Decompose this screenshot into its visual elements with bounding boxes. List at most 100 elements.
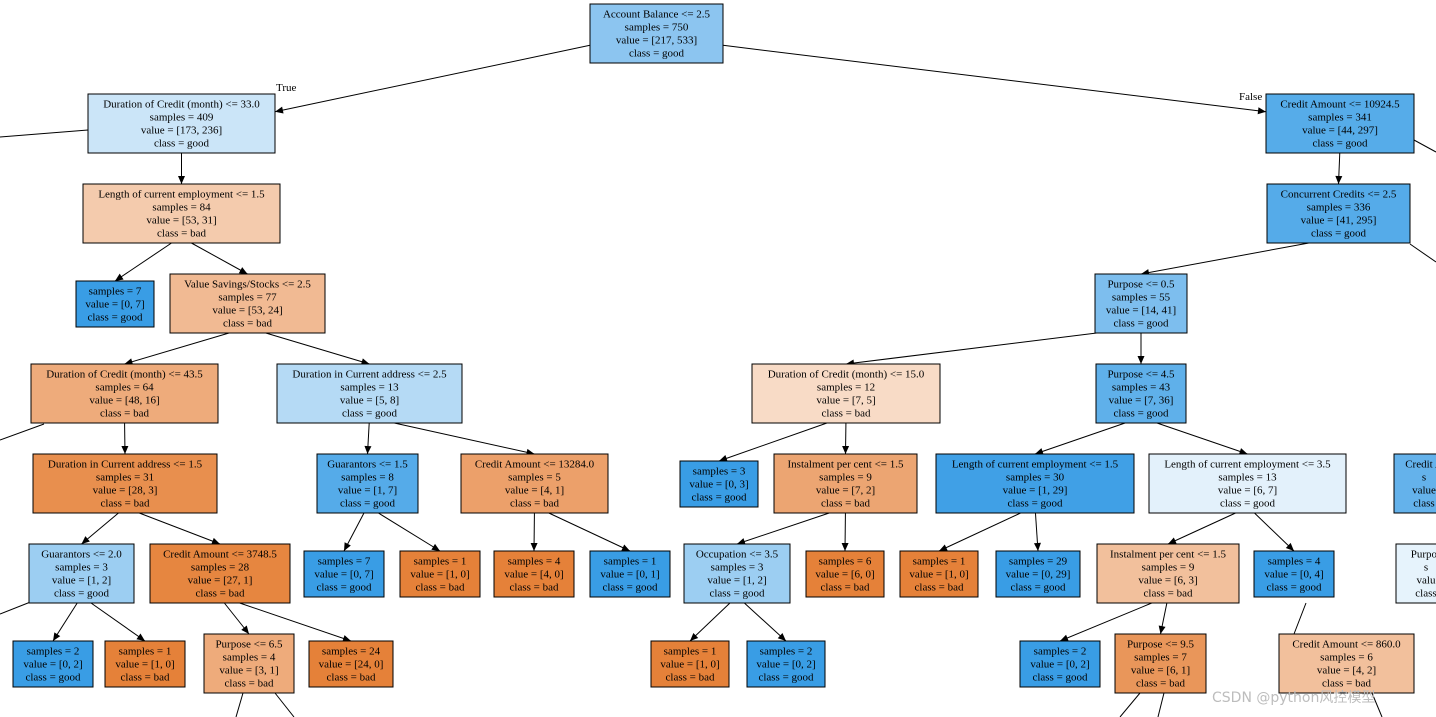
tree-node-n10: Duration of Credit (month) <= 15.0sample… (751, 363, 941, 424)
tree-node-box (203, 633, 295, 694)
tree-node-line: Purpose <= 9.5 (1127, 639, 1195, 651)
edge-arrowhead-n20-n33 (241, 625, 249, 634)
edge-arrowhead-n13-n21 (344, 542, 351, 551)
tree-node-line: value = [0, 7] (85, 299, 144, 311)
tree-node-line: Instalment per cent <= 1.5 (1110, 549, 1226, 561)
tree-node-line: value = [0, 4] (1264, 569, 1323, 581)
tree-node-line: samples = 30 (1006, 472, 1065, 484)
edge-n9-n14 (394, 422, 535, 455)
tree-node-line: value = [44, 297] (1302, 125, 1378, 137)
tree-node-line: s (1422, 472, 1426, 484)
tree-node-line: class = bad (223, 318, 272, 330)
tree-node-line: value = [41, 295] (1301, 215, 1377, 227)
tree-node-box (303, 550, 385, 598)
edge-n25-n31 (744, 602, 787, 642)
tree-node-line: class = bad (1144, 588, 1193, 600)
edges-layer (0, 44, 1436, 717)
tree-node-line: value = [27, 1] (188, 575, 253, 587)
tree-node-line: class = bad (416, 582, 465, 594)
tree-node-line: Duration of Credit (month) <= 33.0 (103, 99, 260, 111)
tree-node-box (169, 273, 326, 334)
edge-arrowhead-n18-n29 (1168, 537, 1177, 544)
edge-n18-n30 (1254, 512, 1295, 552)
tree-node-line: value = [0, 2] (756, 659, 815, 671)
tree-node-line: samples = 4 (508, 556, 561, 568)
tree-node-box (679, 460, 759, 508)
tree-node-line: value (1412, 485, 1436, 497)
edge-arrowhead-n7-n11 (1137, 356, 1145, 364)
tree-node-box (589, 3, 724, 64)
tree-node-line: samples = 5 (508, 472, 561, 484)
edge-n6-n9 (265, 332, 370, 365)
tree-node-line: class = bad (1322, 678, 1371, 690)
tree-node-line: samples = 1 (913, 556, 966, 568)
tree-node-line: samples = 7 (89, 286, 142, 298)
tree-node-line: class = good (1032, 672, 1088, 684)
tree-node-line: Credit Amount <= 13284.0 (475, 459, 595, 471)
tree-node-line: samples = 2 (27, 646, 80, 658)
tree-node-line: samples = 12 (817, 382, 875, 394)
tree-node-box (746, 640, 826, 688)
watermark: CSDN @python风控模型 (1212, 690, 1375, 706)
edge-offcanvas-2 (1409, 243, 1436, 263)
tree-node-box (30, 363, 219, 424)
tree-node-line: Length of current employment <= 1.5 (952, 459, 1119, 471)
tree-node-line: value = [1, 0] (410, 569, 469, 581)
tree-node-line: Purpose <= 4.5 (1107, 369, 1175, 381)
tree-node-line: class = bad (225, 678, 274, 690)
tree-node-line: samples = 6 (1320, 652, 1373, 664)
tree-node-box (1094, 273, 1188, 334)
edge-offcanvas-7 (1119, 692, 1141, 717)
tree-node-line: class = good (1113, 408, 1169, 420)
tree-node-line: samples = 1 (604, 556, 657, 568)
edge-n25-n32 (689, 602, 731, 642)
tree-node-line: samples = 1 (664, 646, 717, 658)
tree-node-line: class = good (629, 48, 685, 60)
edge-offcanvas-5 (235, 692, 244, 717)
tree-node-line: value = [14, 41] (1106, 305, 1176, 317)
tree-node-line: samples = 1 (414, 556, 467, 568)
tree-node-box (1096, 543, 1240, 604)
tree-node-line: class = bad (821, 582, 870, 594)
tree-node-line: value = [1, 2] (52, 575, 111, 587)
edge-offcanvas-6 (274, 692, 295, 717)
tree-node-line: samples = 6 (819, 556, 872, 568)
tree-node-line: class = bad (510, 582, 559, 594)
tree-node-line: class = bad (1136, 678, 1185, 690)
edge-arrowhead-n3-n6 (238, 267, 248, 274)
edge-arrowhead-n10-n16 (842, 445, 850, 454)
tree-node-line: Account Balance <= 2.5 (603, 9, 711, 21)
tree-node-line: value = [6, 1] (1131, 665, 1190, 677)
tree-node-line: valu (1417, 575, 1436, 587)
edge-offcanvas-0 (0, 129, 89, 138)
edge-arrowhead-n9-n13 (364, 445, 372, 454)
edge-n12-n19 (81, 512, 119, 545)
edge-n6-n8 (124, 332, 230, 365)
tree-node-line: Guarantors <= 2.0 (41, 549, 122, 561)
tree-node-line: class = good (87, 312, 143, 324)
tree-node-line: value = [0, 3] (689, 479, 748, 491)
tree-node-line: samples = 31 (96, 472, 154, 484)
edge-n11-n17 (1034, 422, 1126, 455)
tree-node-line: class = good (1311, 228, 1367, 240)
tree-node-box (32, 453, 218, 514)
edge-n18-n29 (1167, 512, 1236, 545)
tree-node-line: value = [1, 7] (338, 485, 397, 497)
tree-node-line: Purpose <= 0.5 (1107, 279, 1175, 291)
tree-node-line: Credit Amount <= 860.0 (1292, 639, 1401, 651)
edge-n11-n18 (1156, 422, 1248, 455)
tree-node-box (1265, 93, 1415, 154)
tree-node-line: Purpose <= 6.5 (215, 639, 283, 651)
tree-node-box (493, 550, 575, 598)
edge-arrowhead-n11-n17 (1035, 448, 1044, 455)
tree-node-line: class = bad (196, 588, 245, 600)
tree-node-line: class = good (1007, 498, 1063, 510)
tree-node-line: class = good (1312, 138, 1368, 150)
